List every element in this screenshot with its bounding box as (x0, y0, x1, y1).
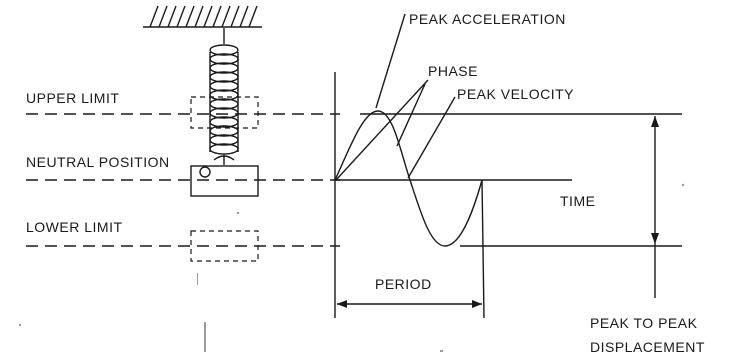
sine-wave (334, 110, 485, 319)
phase-label: PHASE (428, 63, 478, 79)
phase-leader-to-curve (396, 83, 426, 147)
lower-limit-label: LOWER LIMIT (26, 219, 123, 235)
time-label: TIME (560, 193, 595, 209)
neutral-position-label: NEUTRAL POSITION (26, 154, 170, 170)
phase-leader (335, 79, 429, 181)
peak-to-peak-label-line2: DISPLACEMENT (590, 339, 705, 355)
mass-upper-position (190, 96, 259, 129)
peak-acceleration-label: PEAK ACCELERATION (409, 11, 566, 27)
ceiling-mount (143, 5, 262, 28)
peak-acceleration-leader (375, 13, 406, 109)
peak-velocity-leader (407, 96, 456, 179)
peak-velocity-label: PEAK VELOCITY (457, 86, 574, 102)
period-dimension (337, 300, 482, 308)
upper-limit-label: UPPER LIMIT (26, 90, 119, 106)
peak-to-peak-dimension (651, 116, 659, 298)
period-label: PERIOD (375, 276, 432, 292)
mass-neutral-position (190, 165, 259, 197)
peak-to-peak-label-line1: PEAK TO PEAK (590, 315, 698, 331)
spring (209, 28, 239, 165)
scan-specks (18, 183, 685, 352)
